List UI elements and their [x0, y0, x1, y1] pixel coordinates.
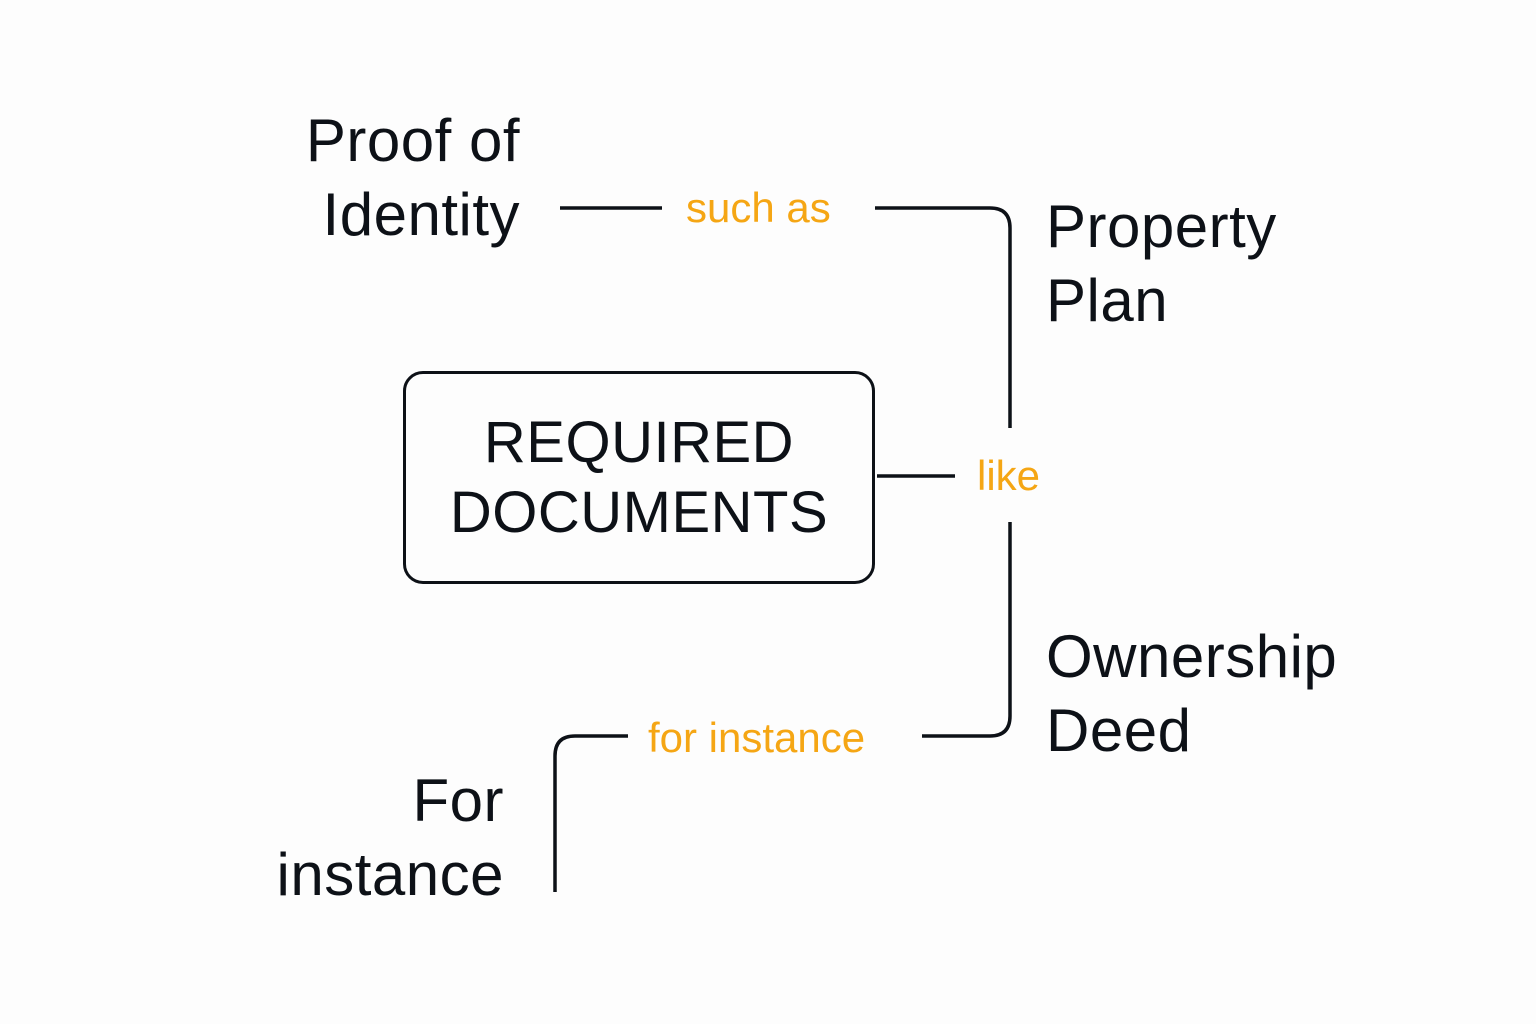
node-proof-of-identity: Proof of Identity	[276, 104, 520, 252]
node-property-plan: Property Plan	[1046, 190, 1277, 338]
node-for-instance-line2: instance	[276, 841, 504, 908]
central-node-line2: DOCUMENTS	[449, 479, 829, 545]
connector-label-for-instance: for instance	[648, 714, 866, 761]
line-for-instance-to-node	[553, 734, 628, 892]
node-property-plan-line1: Property	[1046, 193, 1277, 260]
node-property-plan-line2: Plan	[1046, 267, 1169, 334]
node-proof-of-identity-line1: Proof of	[305, 107, 520, 174]
central-node-line1: REQUIRED	[483, 409, 795, 475]
connector-label-like: like	[977, 452, 1041, 499]
node-ownership-deed-line1: Ownership	[1046, 623, 1338, 690]
node-ownership-deed-line2: Deed	[1046, 697, 1192, 764]
line-such-as-to-spine	[875, 206, 1012, 428]
node-proof-of-identity-line2: Identity	[322, 181, 520, 248]
node-ownership-deed: Ownership Deed	[1046, 620, 1337, 768]
central-node-required-documents: REQUIRED DOCUMENTS	[403, 371, 875, 584]
node-for-instance-line1: For	[412, 767, 504, 834]
node-for-instance: For instance	[230, 764, 504, 912]
line-spine-to-for-instance	[922, 522, 1012, 738]
connector-label-such-as: such as	[686, 184, 831, 231]
